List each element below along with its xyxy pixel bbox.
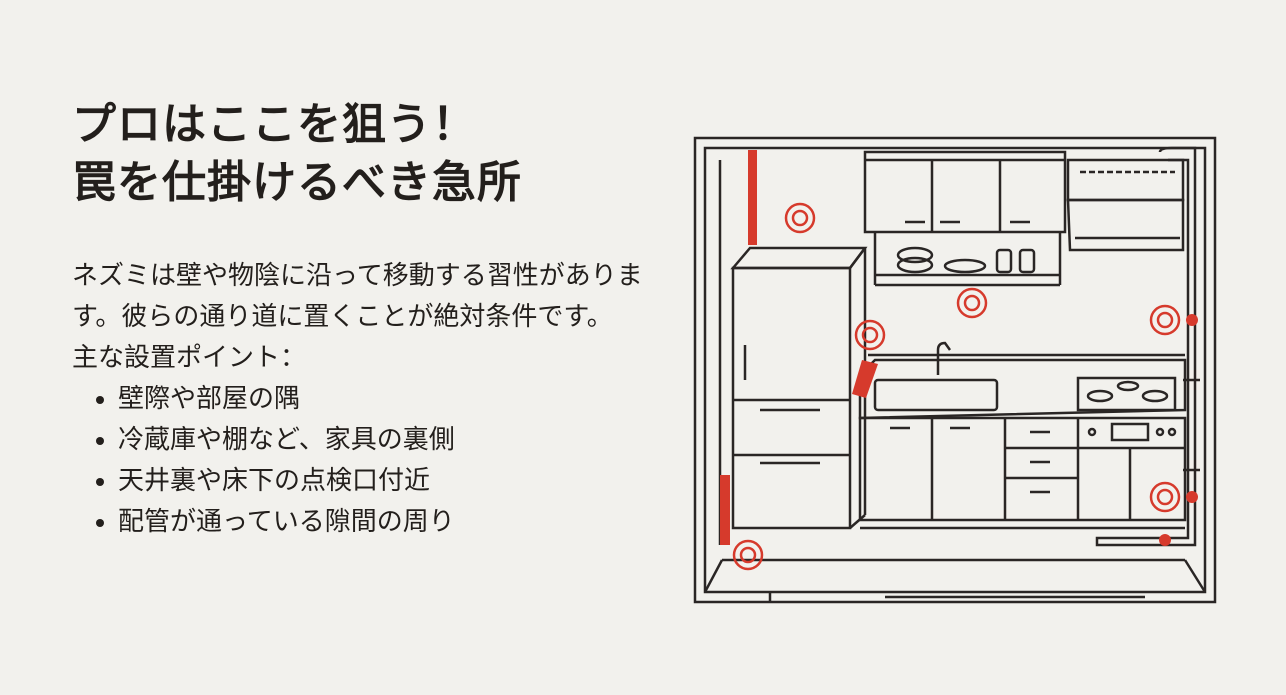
dish-rack (873, 232, 1062, 287)
wall-edge-highlight (748, 150, 757, 245)
refrigerator (730, 246, 868, 530)
title-line-2: 罠を仕掛けるべき急所 (72, 157, 522, 208)
kitchen-counter (858, 341, 1187, 420)
target-icons (732, 202, 1181, 571)
target-icon (854, 319, 886, 351)
corner-highlight (720, 475, 730, 545)
target-icon (1149, 481, 1181, 513)
title-line-1: プロはここを狙う！ (72, 99, 477, 150)
target-icon (732, 539, 764, 571)
room-outer-frame (693, 136, 1217, 604)
upper-cabinets (863, 150, 1067, 234)
hotspot-marks (720, 150, 1198, 546)
point-item: 冷蔵庫や棚など、家具の裏側 (118, 420, 652, 461)
kitchen-illustration (693, 136, 1217, 604)
point-item: 壁際や部屋の隅 (118, 379, 652, 420)
points-list: 壁際や部屋の隅 冷蔵庫や棚など、家具の裏側 天井裏や床下の点検口付近 配管が通っ… (72, 379, 652, 543)
points-heading: 主な設置ポイント： (72, 343, 307, 373)
pipe-dot-icon (1186, 491, 1198, 503)
target-icon (956, 287, 988, 319)
pipe-dot-icon (1186, 314, 1198, 326)
fridge-gap-highlight (852, 360, 878, 398)
room-inner-frame (703, 146, 1207, 594)
intro-text: ネズミは壁や物陰に沿って移動する習性があります。彼らの通り道に置くことが絶対条件… (72, 261, 643, 332)
range-hood (1066, 158, 1185, 252)
lower-cabinets (858, 416, 1187, 530)
pipe-dot-icon (1159, 534, 1171, 546)
target-icon (1149, 304, 1181, 336)
slide-title: プロはここを狙う！ 罠を仕掛けるべき急所 (72, 96, 522, 212)
point-item: 配管が通っている隙間の周り (118, 502, 652, 543)
point-item: 天井裏や床下の点検口付近 (118, 461, 652, 502)
target-icon (784, 202, 816, 234)
slide-body: ネズミは壁や物陰に沿って移動する習性があります。彼らの通り道に置くことが絶対条件… (72, 256, 652, 543)
